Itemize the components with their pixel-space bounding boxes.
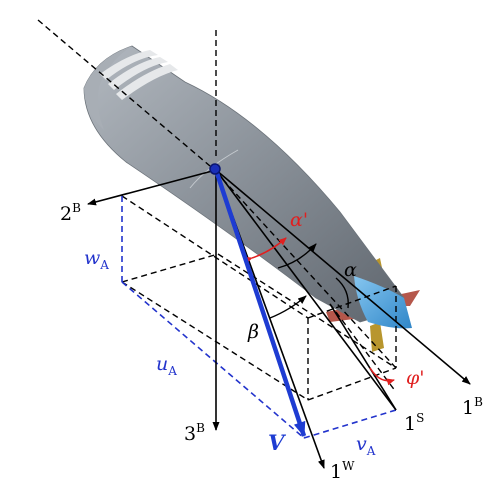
label-3B: 3B [184, 421, 205, 445]
label-velocity: V [268, 430, 287, 455]
origin-point [209, 163, 221, 175]
label-w: wA [84, 247, 109, 272]
axis-1S [215, 169, 397, 411]
angle-arcs [244, 237, 395, 386]
velocity-vector [213, 169, 307, 437]
alpha-inner-arc [277, 243, 317, 269]
projectile-rear-face [84, 46, 132, 130]
label-alpha-prime: α' [290, 209, 308, 231]
velocity-components [121, 196, 397, 439]
label-1S: 1S [404, 411, 424, 435]
label-beta: β [247, 321, 259, 343]
label-1B: 1B [462, 395, 483, 419]
label-u: uA [156, 353, 177, 378]
alpha-prime-arc [244, 237, 287, 264]
labels: 2B 3B 1B 1S 1W V α α' β φ' wA uA vA [60, 201, 483, 483]
axis-1B [215, 169, 471, 385]
beta-arc [269, 295, 307, 319]
label-1W: 1W [330, 459, 355, 483]
projectile-nose [354, 276, 412, 329]
band-2 [108, 57, 168, 90]
axis-2B [87, 169, 217, 206]
label-phi-prime: φ' [406, 367, 425, 389]
label-2B: 2B [60, 201, 81, 225]
projectile [83, 45, 412, 329]
band-1 [100, 50, 158, 80]
label-alpha: α [344, 259, 357, 281]
band-3 [116, 64, 178, 100]
label-v: vA [356, 433, 376, 458]
alpha-arc [335, 277, 349, 309]
projection-edge [329, 303, 397, 411]
phi-prime-arc [369, 367, 395, 386]
